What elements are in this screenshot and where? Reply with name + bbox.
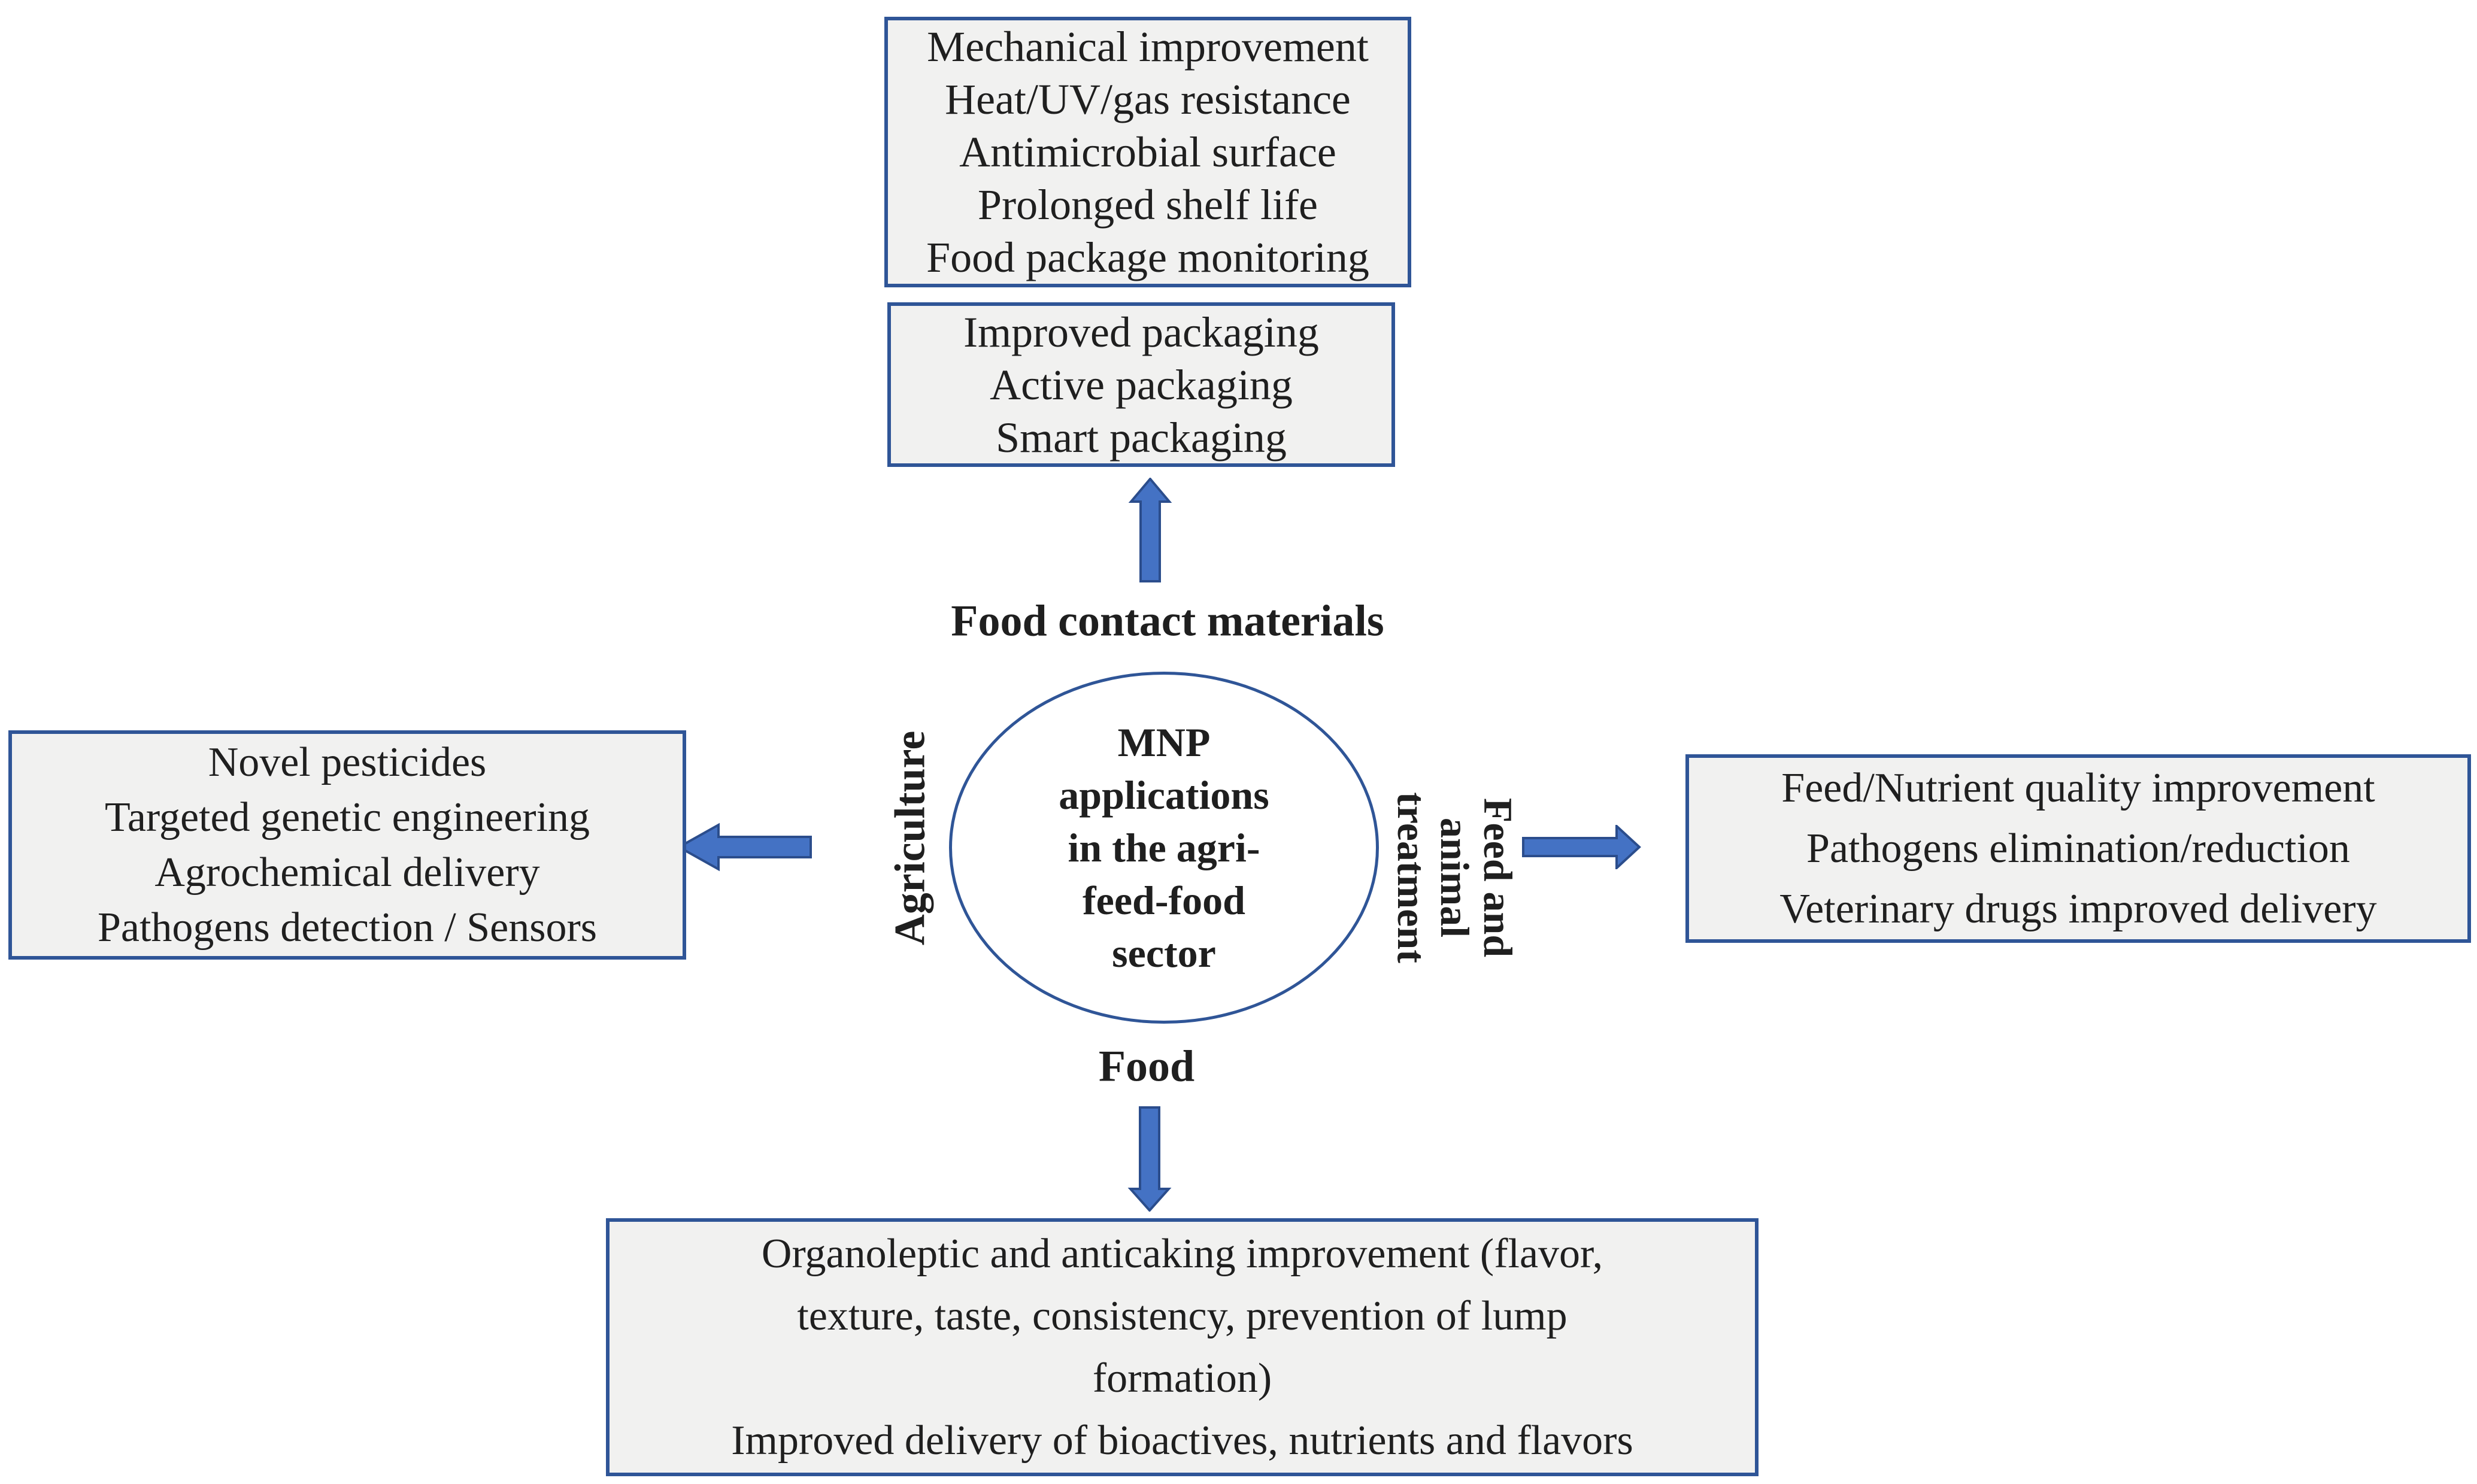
box-line: Food package monitoring	[926, 233, 1369, 281]
right-arrow-icon	[1522, 825, 1641, 869]
branch-label-agriculture: Agriculture	[886, 730, 934, 946]
down-arrow-icon	[1127, 1106, 1172, 1212]
branch-label-food: Food	[1098, 1042, 1195, 1091]
box-line: Feed/Nutrient quality improvement	[1781, 765, 2375, 811]
hub-line: sector	[1112, 930, 1216, 976]
left-arrow-icon	[677, 823, 812, 872]
box-line: Mechanical improvement	[927, 23, 1369, 71]
box-line: Antimicrobial surface	[959, 128, 1336, 176]
packaging-functions-box: Mechanical improvement Heat/UV/gas resis…	[884, 17, 1411, 287]
box-line: Veterinary drugs improved delivery	[1779, 886, 2377, 932]
feed-applications-box: Feed/Nutrient quality improvement Pathog…	[1685, 754, 2471, 943]
hub-line: applications	[1059, 772, 1269, 818]
hub-line: feed-food	[1083, 878, 1245, 923]
hub-ellipse: MNP applications in the agri- feed-food …	[949, 672, 1379, 1024]
branch-label-food-contact-materials: Food contact materials	[951, 596, 1384, 646]
box-line: Agrochemical delivery	[154, 849, 540, 896]
branch-label-feed-and-animal-treatment: Feed and animal treatment	[1389, 752, 1521, 1003]
box-line: Smart packaging	[996, 413, 1287, 462]
branch-label-line: Feed and	[1475, 797, 1521, 958]
branch-label-line: treatment	[1389, 792, 1435, 963]
box-line: Prolonged shelf life	[978, 181, 1318, 229]
box-line: Targeted genetic engineering	[104, 794, 590, 840]
box-line: Active packaging	[990, 360, 1293, 409]
hub-line: in the agri-	[1068, 825, 1260, 870]
box-line: Heat/UV/gas resistance	[945, 75, 1351, 123]
food-applications-box: Organoleptic and anticaking improvement …	[606, 1218, 1759, 1476]
hub-line: MNP	[1117, 720, 1211, 765]
box-line: Pathogens elimination/reduction	[1806, 826, 2350, 872]
agriculture-applications-box: Novel pesticides Targeted genetic engine…	[8, 730, 686, 960]
branch-label-line: animal	[1432, 817, 1478, 938]
box-line: Pathogens detection / Sensors	[97, 904, 598, 951]
box-line: Novel pesticides	[208, 739, 487, 785]
box-line: Improved delivery of bioactives, nutrien…	[731, 1417, 1633, 1464]
box-line: Improved packaging	[963, 308, 1319, 356]
box-line: Organoleptic and anticaking improvement …	[761, 1230, 1603, 1277]
box-line: texture, taste, consistency, prevention …	[797, 1292, 1568, 1339]
box-line: formation)	[1092, 1355, 1272, 1401]
packaging-types-box: Improved packaging Active packaging Smar…	[887, 302, 1395, 467]
up-arrow-icon	[1128, 478, 1172, 582]
